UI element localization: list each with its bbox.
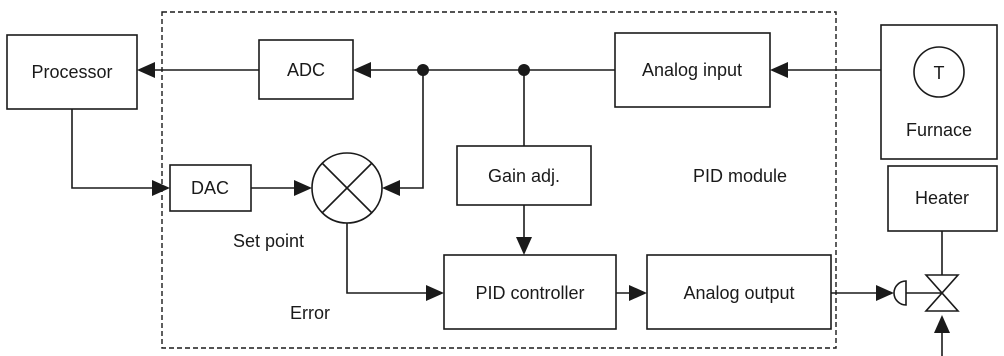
pid-controller-label: PID controller <box>475 283 584 303</box>
heater-label: Heater <box>915 188 969 208</box>
wire-processor-to-dac <box>71 109 160 189</box>
adc-label: ADC <box>287 60 325 80</box>
processor-block: Processor <box>6 34 138 110</box>
arrowhead-left <box>770 62 788 78</box>
wire-error-to-pid <box>346 223 434 294</box>
dac-label: DAC <box>191 178 229 198</box>
set-point-label: Set point <box>233 231 304 251</box>
pid-module-boundary <box>161 11 837 349</box>
arrowhead-down <box>516 237 532 255</box>
arrowhead-right <box>152 180 170 196</box>
furnace-block: T Furnace <box>880 24 998 160</box>
arrowhead-up <box>934 315 950 333</box>
analog-input-label: Analog input <box>642 60 742 80</box>
arrowhead-right <box>294 180 312 196</box>
dac-block: DAC <box>169 164 252 212</box>
arrowhead-left <box>353 62 371 78</box>
gain-adj-label: Gain adj. <box>488 166 560 186</box>
junction-dot <box>518 64 530 76</box>
valve-icon <box>906 274 960 312</box>
wire-feedback-to-sum <box>392 70 424 189</box>
temperature-sensor-icon <box>913 46 965 98</box>
junction-dot <box>417 64 429 76</box>
pid-module-label: PID module <box>693 166 787 186</box>
arrowheads <box>137 62 950 333</box>
arrowhead-right <box>426 285 444 301</box>
analog-input-block: Analog input <box>614 32 771 108</box>
pid-controller-block: PID controller <box>443 254 617 330</box>
arrowhead-left <box>382 180 400 196</box>
signal-wires <box>71 69 943 356</box>
processor-label: Processor <box>31 62 112 82</box>
heater-block: Heater <box>887 165 998 232</box>
summing-junction-icon <box>311 152 383 224</box>
furnace-label: Furnace <box>906 120 972 140</box>
error-label: Error <box>290 303 330 323</box>
actuator-icon <box>893 280 907 306</box>
adc-block: ADC <box>258 39 354 100</box>
arrowhead-right <box>876 285 894 301</box>
analog-output-label: Analog output <box>683 283 794 303</box>
arrowhead-right <box>629 285 647 301</box>
gain-adj-block: Gain adj. <box>456 145 592 206</box>
analog-output-block: Analog output <box>646 254 832 330</box>
arrowhead-left <box>137 62 155 78</box>
sensor-symbol: T <box>934 63 945 83</box>
